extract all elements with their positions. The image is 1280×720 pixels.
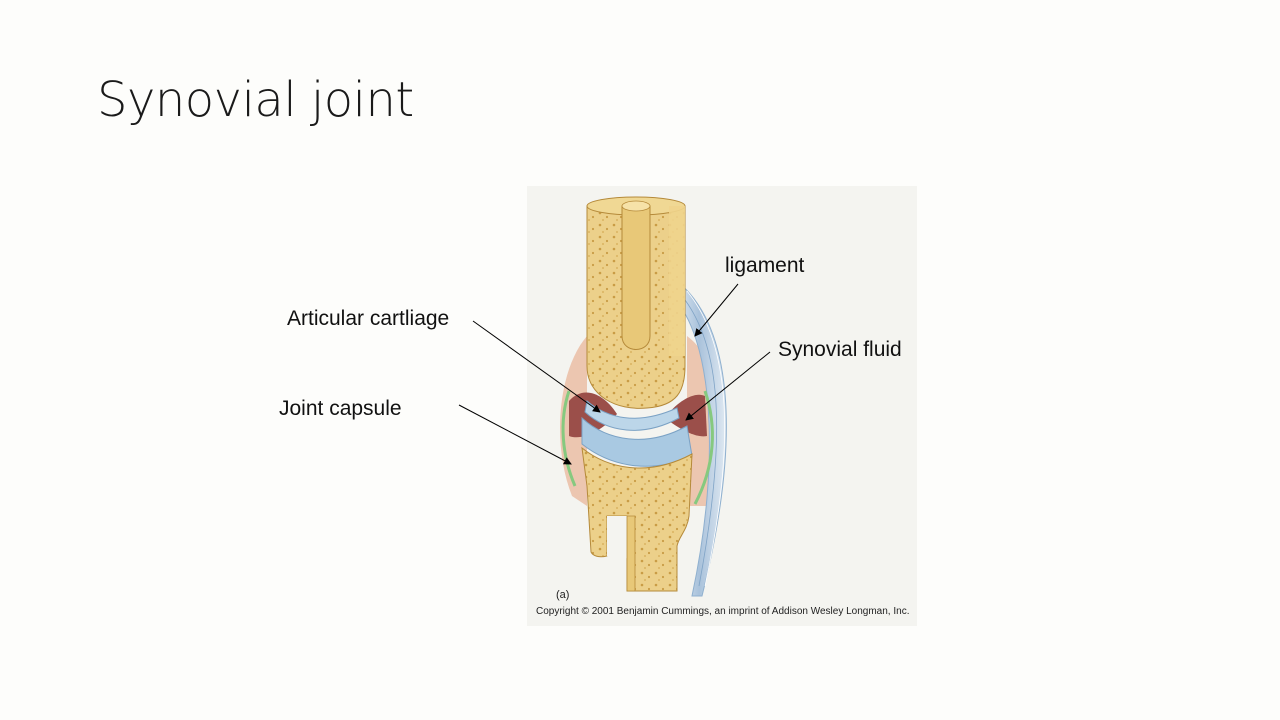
joint-capsule-leader bbox=[458, 404, 572, 465]
joint-drawing bbox=[560, 196, 727, 597]
figure-copyright: Copyright © 2001 Benjamin Cummings, an i… bbox=[536, 606, 910, 617]
label-articular-cartilage: Articular cartliage bbox=[287, 307, 450, 330]
articular-cartilage-shape bbox=[584, 400, 680, 431]
label-joint-capsule: Joint capsule bbox=[279, 397, 402, 420]
articular-cartilage-leader bbox=[472, 320, 601, 413]
synovial-membrane bbox=[561, 390, 577, 487]
slide-title: Synovial joint bbox=[97, 72, 414, 128]
ligament-leader bbox=[694, 283, 739, 337]
lower-bone bbox=[581, 446, 693, 592]
joint-illustration: (a) Copyright © 2001 Benjamin Cummings, … bbox=[527, 186, 917, 626]
medullary-cavity bbox=[621, 205, 651, 350]
figure-panel-label: (a) bbox=[556, 589, 570, 601]
ligament-shape bbox=[671, 280, 727, 597]
label-ligament: ligament bbox=[725, 254, 805, 277]
synovial-fluid-leader bbox=[685, 351, 771, 421]
label-synovial-fluid: Synovial fluid bbox=[778, 338, 902, 361]
